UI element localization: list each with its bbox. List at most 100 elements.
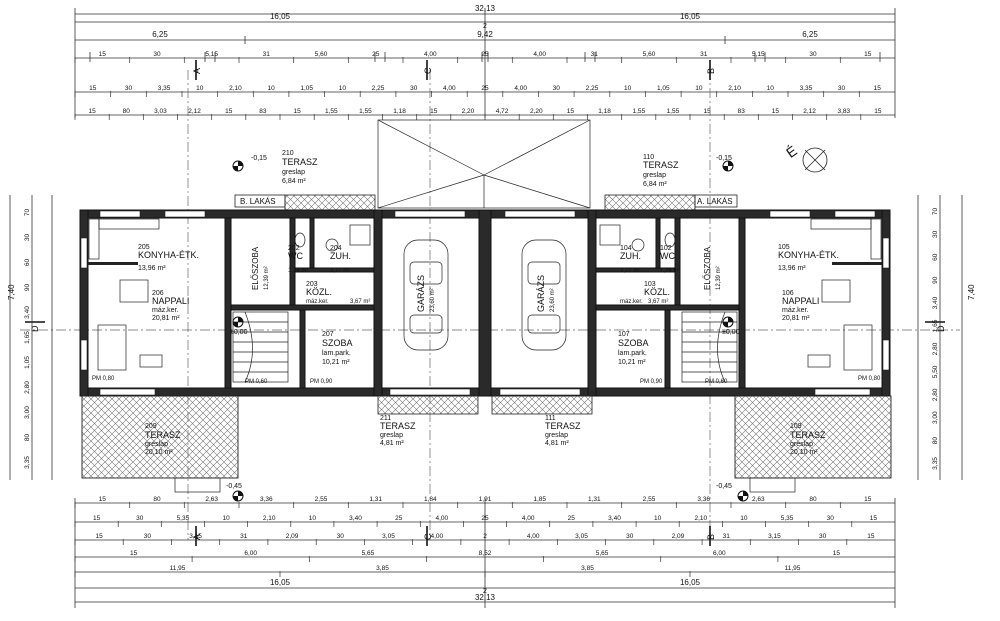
svg-text:105: 105 bbox=[778, 244, 790, 251]
dimension-value: 1,05 bbox=[300, 85, 313, 92]
dimension-value: 30 bbox=[144, 533, 152, 540]
dimension-value: 10 bbox=[695, 85, 703, 92]
svg-text:109: 109 bbox=[790, 423, 802, 430]
dimension-value: 2,12 bbox=[803, 108, 816, 115]
windows bbox=[80, 210, 890, 396]
dimension-value: 80 bbox=[809, 496, 817, 503]
svg-text:13,96 m²: 13,96 m² bbox=[138, 265, 166, 272]
svg-text:12,39 m²: 12,39 m² bbox=[716, 266, 722, 290]
dimension-value: 3,85 bbox=[376, 565, 389, 572]
svg-text:102: 102 bbox=[660, 245, 672, 252]
svg-text:GARÁZS: GARÁZS bbox=[416, 275, 426, 312]
dimension-value: 3,35 bbox=[932, 457, 939, 470]
dimension-value: 4,00 bbox=[443, 85, 456, 92]
room-210-label: 210 TERASZ greslap 6,84 m² bbox=[282, 150, 318, 185]
dimension-value: 2,20 bbox=[462, 108, 475, 115]
svg-text:KÖZL.: KÖZL. bbox=[644, 287, 670, 297]
dimension-value: 1,65 bbox=[24, 331, 31, 344]
dimension-value: 15 bbox=[293, 108, 301, 115]
room-202-label: 202 WC 1,74 m² bbox=[288, 245, 308, 274]
half-width-right-bottom: 16,05 bbox=[680, 578, 701, 587]
svg-text:3,72 m²: 3,72 m² bbox=[620, 268, 640, 274]
dimension-value: 1,85 bbox=[533, 496, 546, 503]
dimension-value: 31 bbox=[700, 51, 708, 58]
dimension-value: 3,15 bbox=[189, 533, 202, 540]
dimension-value: 70 bbox=[932, 208, 939, 216]
dimension-value: 2 bbox=[483, 533, 487, 540]
dimension-value: 10 bbox=[267, 85, 275, 92]
svg-text:greslap: greslap bbox=[145, 441, 168, 448]
half-width-right-top: 16,05 bbox=[680, 12, 701, 21]
svg-text:202: 202 bbox=[288, 245, 300, 252]
svg-text:±0,00: ±0,00 bbox=[230, 329, 248, 336]
bottom-terrace-right bbox=[734, 395, 892, 479]
svg-text:GARÁZS: GARÁZS bbox=[536, 275, 546, 312]
dimension-value: 2,10 bbox=[728, 85, 741, 92]
dimension-value: 3,00 bbox=[932, 411, 939, 424]
svg-text:-0,15: -0,15 bbox=[716, 155, 732, 162]
dimension-value: 4,72 bbox=[496, 108, 509, 115]
svg-text:D: D bbox=[936, 325, 946, 332]
dimension-value: 15 bbox=[864, 51, 872, 58]
side-width-right: 6,25 bbox=[802, 30, 818, 39]
dimension-value: 30 bbox=[337, 533, 345, 540]
section-axes: A C B A C B D D bbox=[20, 60, 960, 546]
room-208-label: GARÁZS 23,60 m² bbox=[416, 275, 436, 312]
dimension-value: 4,00 bbox=[430, 533, 443, 540]
svg-text:107: 107 bbox=[618, 331, 630, 338]
room-203-label: 203 KÖZL. máz.ker. 3,67 m² bbox=[306, 281, 370, 305]
bottom-terrace-small-left bbox=[377, 395, 479, 415]
svg-text:greslap: greslap bbox=[380, 432, 403, 439]
section-marker-c-top: C bbox=[423, 60, 433, 80]
dimension-value: 2,25 bbox=[586, 85, 599, 92]
svg-text:máz.ker.: máz.ker. bbox=[620, 299, 643, 305]
dimension-value: 2,80 bbox=[24, 381, 31, 394]
center-mark-bottom: 2 bbox=[483, 588, 487, 595]
dimension-value: 5,60 bbox=[643, 51, 656, 58]
svg-text:PM 0,80: PM 0,80 bbox=[92, 376, 115, 382]
dimension-value: 1,84 bbox=[424, 496, 437, 503]
right-vertical-dimensions: 7,40 703060903,401,652,805,502,803,00803… bbox=[917, 195, 976, 480]
svg-text:4,81 m²: 4,81 m² bbox=[545, 440, 569, 447]
svg-text:203: 203 bbox=[306, 281, 318, 288]
room-204-label: 204 ZUH. 3,72 m² bbox=[330, 245, 351, 274]
svg-text:TERASZ: TERASZ bbox=[380, 421, 416, 431]
total-width-top: 32,13 bbox=[475, 4, 496, 13]
svg-text:WC: WC bbox=[288, 251, 303, 261]
dimension-value: 1,31 bbox=[588, 496, 601, 503]
dimension-value: 3,00 bbox=[24, 406, 31, 419]
svg-text:3,72 m²: 3,72 m² bbox=[330, 268, 350, 274]
dimension-value: 1,05 bbox=[24, 356, 31, 369]
svg-text:4,81 m²: 4,81 m² bbox=[380, 440, 404, 447]
center-mark-top: 2 bbox=[483, 23, 487, 30]
svg-text:NAPPALI: NAPPALI bbox=[152, 296, 189, 306]
dimension-value: 10 bbox=[767, 85, 775, 92]
dimension-value: 30 bbox=[626, 533, 634, 540]
dimension-value: 5,15 bbox=[205, 51, 218, 58]
svg-text:C: C bbox=[423, 533, 433, 540]
dimension-value: 3,40 bbox=[24, 306, 31, 319]
dimension-value: 15 bbox=[99, 51, 107, 58]
svg-text:KONYHA-ÉTK.: KONYHA-ÉTK. bbox=[778, 250, 839, 260]
dimension-value: 1,55 bbox=[632, 108, 645, 115]
section-marker-d-right: D bbox=[925, 321, 946, 332]
dimension-value: 31 bbox=[263, 51, 271, 58]
svg-text:13,96 m²: 13,96 m² bbox=[778, 265, 806, 272]
dimension-value: 5,15 bbox=[752, 51, 765, 58]
dimension-value: 10 bbox=[624, 85, 632, 92]
dimension-value: 3,85 bbox=[581, 565, 594, 572]
dimension-value: 4,00 bbox=[522, 515, 535, 522]
section-marker-a-top: A bbox=[192, 60, 202, 80]
svg-text:lam.park.: lam.park. bbox=[322, 350, 351, 357]
dimension-value: 3,05 bbox=[575, 533, 588, 540]
room-101-label: ELŐSZOBA 12,39 m² bbox=[703, 246, 722, 290]
svg-text:6,84 m²: 6,84 m² bbox=[643, 181, 667, 188]
dimension-value: 2,12 bbox=[188, 108, 201, 115]
svg-text:10,21 m²: 10,21 m² bbox=[322, 359, 350, 366]
svg-text:205: 205 bbox=[138, 244, 150, 251]
dimension-value: 2,63 bbox=[752, 496, 765, 503]
car-left-icon bbox=[403, 239, 449, 351]
